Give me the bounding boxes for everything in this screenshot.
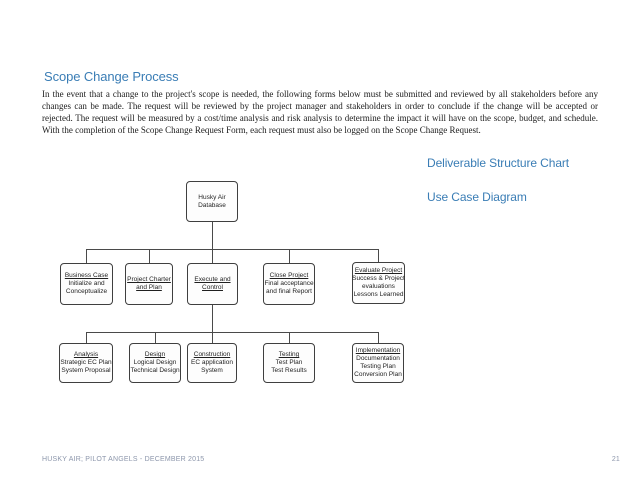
diagram-box-line: Construction (193, 351, 231, 358)
diagram-box-line: Project Charter (127, 276, 171, 283)
diagram-box-line: Final acceptance (264, 280, 314, 287)
diagram-box-line: Testing Plan (360, 363, 396, 370)
side-label-deliverable-structure-chart: Deliverable Structure Chart (427, 156, 570, 170)
diagram-box-line: Database (198, 201, 226, 209)
side-label-use-case-diagram: Use Case Diagram (427, 190, 527, 204)
diagram-box-line: Testing (278, 351, 300, 358)
page-title: Scope Change Process (44, 69, 179, 84)
diagram-box-line: Conversion Plan (354, 371, 402, 378)
diagram-connector-line (149, 249, 150, 263)
diagram-box-line: Husky Air (198, 193, 226, 201)
diagram-connector-line (212, 332, 213, 343)
diagram-connector-line (289, 249, 290, 263)
diagram-box-line: Evaluate Project (354, 267, 403, 274)
diagram-box-line: Conceptualize (65, 288, 108, 295)
side-labels: Deliverable Structure Chart Use Case Dia… (427, 156, 569, 204)
diagram-box-line: Test Results (271, 367, 307, 374)
diagram-box-line: Close Project (269, 272, 309, 279)
diagram-connector-line (212, 305, 213, 332)
diagram-box-line: Strategic EC Plan (60, 359, 112, 366)
diagram-connector-line (378, 332, 379, 343)
diagram-box-line: Control (202, 284, 223, 291)
diagram-connector-line (86, 332, 379, 333)
diagram-box-line: Documentation (356, 355, 400, 362)
page-number: 21 (611, 456, 620, 463)
body-paragraph: In the event that a change to the projec… (42, 89, 598, 135)
diagram-box-line: Technical Design (130, 367, 180, 374)
diagram-connector-line (212, 249, 213, 263)
diagram-box-line: Business Case (64, 272, 109, 279)
diagram-connector-line (155, 332, 156, 343)
footer-text: HUSKY AIR; PILOT ANGELS - DECEMBER 2015 (42, 456, 205, 463)
diagram-connector-line (86, 249, 379, 250)
slide-footer: HUSKY AIR; PILOT ANGELS - DECEMBER 2015 … (0, 454, 638, 468)
diagram-box-line: Logical Design (133, 359, 177, 366)
diagram-box-line: Implementation (355, 347, 401, 354)
diagram-box-line: EC application (191, 359, 233, 366)
diagram-connector-line (289, 332, 290, 343)
diagram-box-line: Analysis (73, 351, 99, 358)
diagram-box-line: Lessons Learned (353, 291, 404, 298)
diagram-box-line: Initialize and (68, 280, 105, 287)
diagram-box-line: Execute and (194, 276, 231, 283)
diagram-box-line: System (201, 367, 223, 374)
diagram-box-line: Design (144, 351, 166, 358)
diagram-connector-line (212, 222, 213, 249)
diagram-connector-line (378, 249, 379, 263)
diagram-box-line: and final Report (266, 288, 312, 295)
diagram-box-line: and Plan (136, 284, 162, 291)
diagram-box-line: Success & Project (352, 275, 405, 282)
diagram-connector-line (86, 249, 87, 263)
diagram-box-line: evaluations (362, 283, 395, 290)
diagram-connector-line (86, 332, 87, 343)
diagram-box-line: Test Plan (275, 359, 303, 366)
diagram-box-line: System Proposal (61, 367, 111, 374)
